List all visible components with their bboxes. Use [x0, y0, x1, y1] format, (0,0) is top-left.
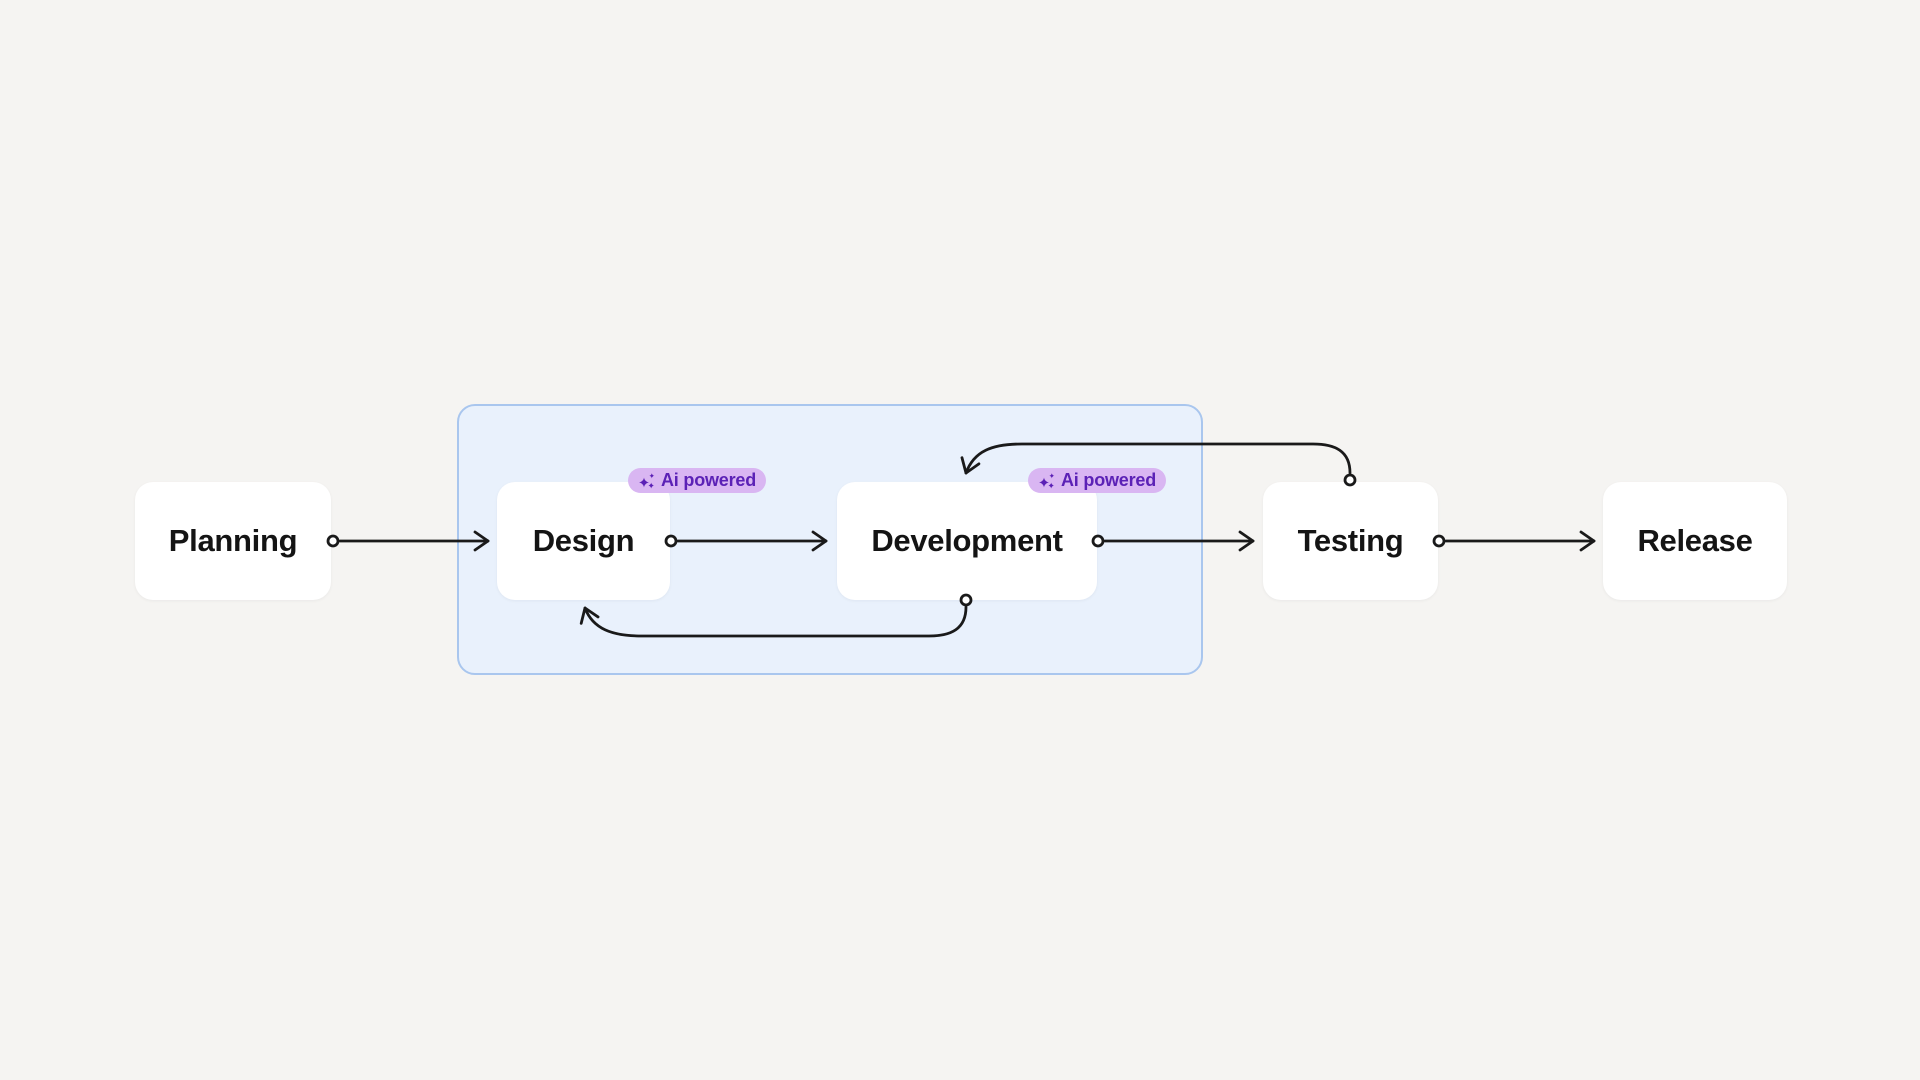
node-development[interactable]: Development: [837, 482, 1097, 600]
node-planning-label: Planning: [168, 523, 298, 558]
node-release[interactable]: Release: [1603, 482, 1787, 600]
node-development-label: Development: [871, 523, 1063, 558]
sparkles-icon: [639, 472, 655, 489]
ai-powered-badge-design[interactable]: Ai powered: [628, 468, 767, 493]
node-design-label: Design: [532, 523, 635, 558]
node-testing-label: Testing: [1297, 523, 1404, 558]
ai-powered-badge-development[interactable]: Ai powered: [1028, 468, 1167, 493]
node-release-label: Release: [1637, 523, 1753, 558]
ai-powered-badge-label: Ai powered: [661, 470, 757, 490]
ai-powered-badge-label: Ai powered: [1061, 470, 1157, 490]
node-design[interactable]: Design: [497, 482, 670, 600]
node-planning[interactable]: Planning: [135, 482, 331, 600]
sparkles-icon: [1039, 472, 1055, 489]
node-testing[interactable]: Testing: [1263, 482, 1438, 600]
edge-testing-to-release: [1432, 530, 1596, 552]
